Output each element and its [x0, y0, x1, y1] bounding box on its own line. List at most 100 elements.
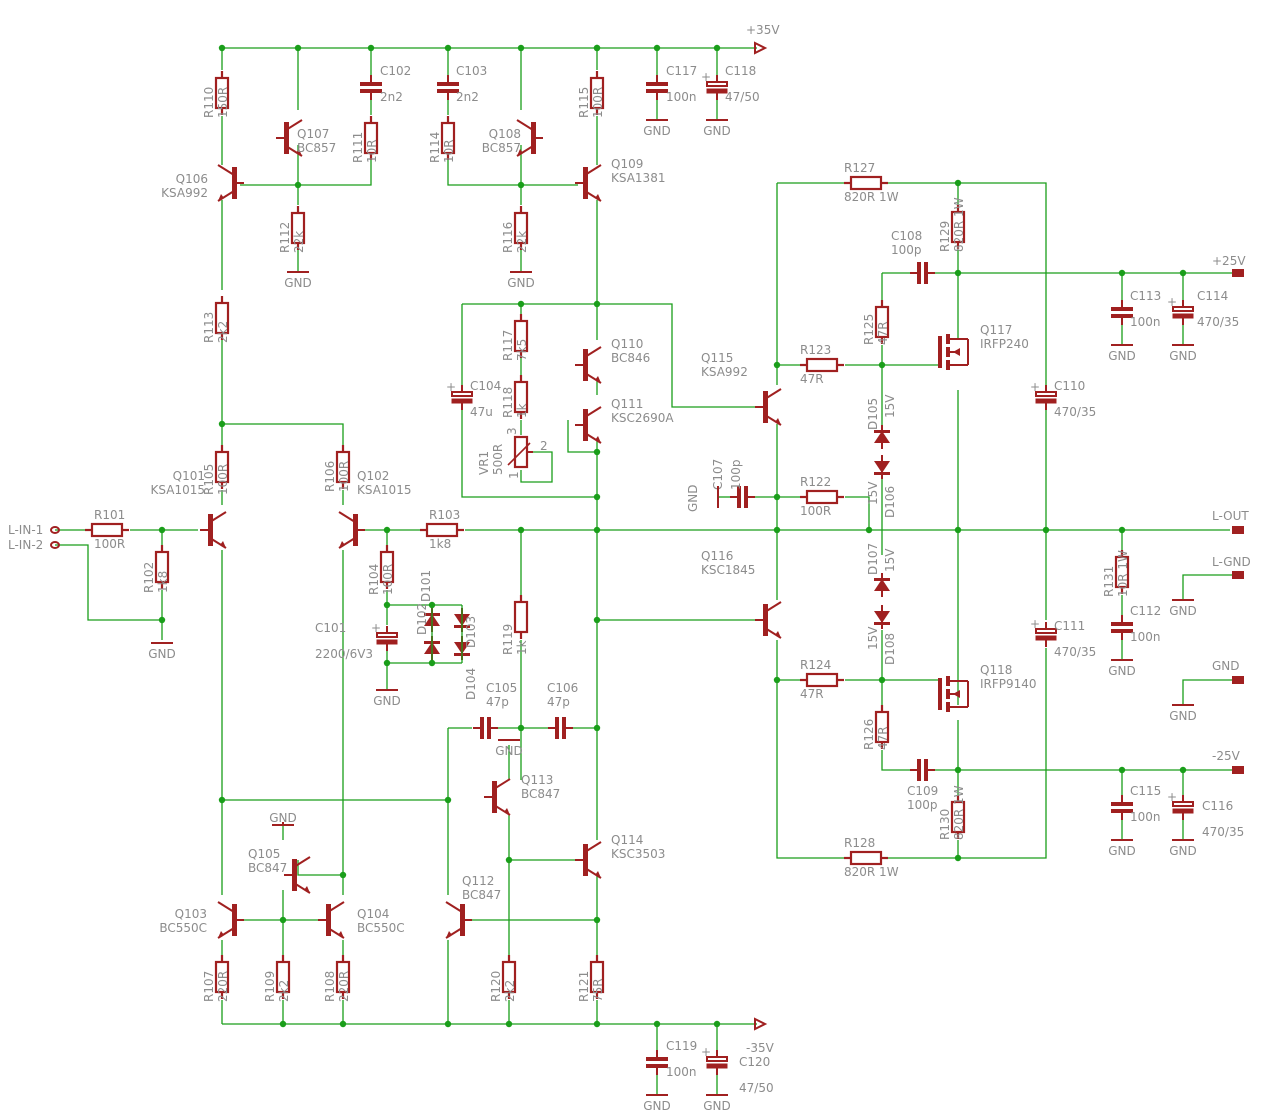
cap-plate [1035, 635, 1057, 641]
resistor-ref: R124 [800, 658, 831, 672]
connector-pad [1232, 766, 1244, 774]
resistor-value: 47R [876, 321, 890, 345]
ground-label: GND [1169, 709, 1197, 723]
resistor-value: 220R [216, 971, 230, 1002]
resistor-value: 1k [515, 403, 529, 418]
transistor-value: BC847 [248, 861, 287, 875]
resistor-value: 820R 1W [844, 190, 899, 204]
wire [222, 423, 344, 445]
bjt-arrow [595, 376, 601, 383]
resistor-ref: R108 [323, 971, 337, 1002]
transistor-ref: Q110 [611, 337, 643, 351]
bjt-arrow [220, 541, 226, 548]
resistor-value: 22k [515, 231, 529, 253]
cap-value: 100n [1130, 630, 1161, 644]
cap-value: 47p [547, 695, 570, 709]
mos-channel [946, 689, 950, 699]
transistor-value: BC847 [521, 787, 560, 801]
resistor-value: 10R [442, 139, 456, 163]
transistor-value: BC847 [462, 888, 501, 902]
junction-dot [593, 493, 601, 501]
wire [462, 303, 760, 408]
cap-value: 100n [1130, 810, 1161, 824]
bjt-arrow [304, 886, 310, 893]
junction-dot [383, 659, 391, 667]
cap-plate [376, 639, 398, 645]
cap-plus: + [1030, 380, 1040, 394]
wire [884, 648, 1047, 859]
resistor-ref: R125 [862, 314, 876, 345]
resistor-ref: R112 [278, 222, 292, 253]
resistor-value: 1k [515, 640, 529, 655]
resistor-ref: R116 [501, 222, 515, 253]
pot-pin3: 3 [505, 427, 519, 435]
zener-ref: D107 [866, 543, 880, 575]
bjt-base [208, 514, 213, 546]
pot-pin1: 1 [507, 471, 521, 479]
cap-plate [360, 89, 382, 93]
cap-ref: C108 [891, 229, 922, 243]
cap-ref: C106 [547, 681, 578, 695]
bjt-lead [584, 406, 602, 418]
ground-label: GND [1169, 844, 1197, 858]
resistor-value: 100R [337, 461, 351, 492]
resistor-value: 150R [216, 87, 230, 118]
resistor-ref: R117 [501, 330, 515, 361]
pot-value: 500R [491, 444, 505, 475]
lgnd-label: L-GND [1212, 555, 1251, 569]
resistor-value: 100R [800, 504, 831, 518]
cap-plus: + [701, 1045, 711, 1059]
connector-pad [1232, 269, 1244, 277]
bjt-lead [516, 119, 534, 131]
cap-plate [646, 82, 668, 86]
cap-plate [451, 398, 473, 404]
rail-label-pos25: +25V [1212, 254, 1246, 268]
bjt-lead [217, 164, 235, 176]
transistor-ref: Q111 [611, 397, 643, 411]
cap-plate [487, 717, 491, 739]
resistor-value: 820R 1W [952, 197, 966, 252]
resistor-body [805, 672, 839, 688]
resistor-value: 2k2 [216, 321, 230, 343]
transistor-value: KSA1015 [357, 483, 411, 497]
junction-dot [593, 526, 601, 534]
resistor-ref: R120 [489, 971, 503, 1002]
bjt-arrow [595, 871, 601, 878]
resistor-value: 100R [216, 464, 230, 495]
pot-pin2: 2 [540, 439, 548, 453]
resistor-ref: R127 [844, 161, 875, 175]
pot-arrow [507, 442, 531, 466]
resistor-ref: R101 [94, 508, 125, 522]
input-pin [50, 541, 60, 549]
cap-ref: C101 [315, 621, 346, 635]
cap-value: 470/35 [1054, 405, 1096, 419]
cap-value: 100p [891, 243, 922, 257]
resistor-value: 820R 1W [952, 785, 966, 840]
resistor-ref: R128 [844, 836, 875, 850]
resistor-value: 47R [876, 726, 890, 750]
transistor-value: IRFP240 [980, 337, 1029, 351]
resistor-value: 820R 1W [844, 865, 899, 879]
ground-label: GND [1108, 844, 1136, 858]
zener-value: 15V [883, 548, 897, 572]
bjt-lead [584, 164, 602, 176]
bjt-lead [293, 856, 311, 868]
mos-arrow [953, 690, 960, 698]
cap-plate [917, 759, 921, 781]
bjt-arrow [338, 931, 344, 938]
junction-dot [593, 916, 601, 924]
cap-plate [555, 717, 559, 739]
